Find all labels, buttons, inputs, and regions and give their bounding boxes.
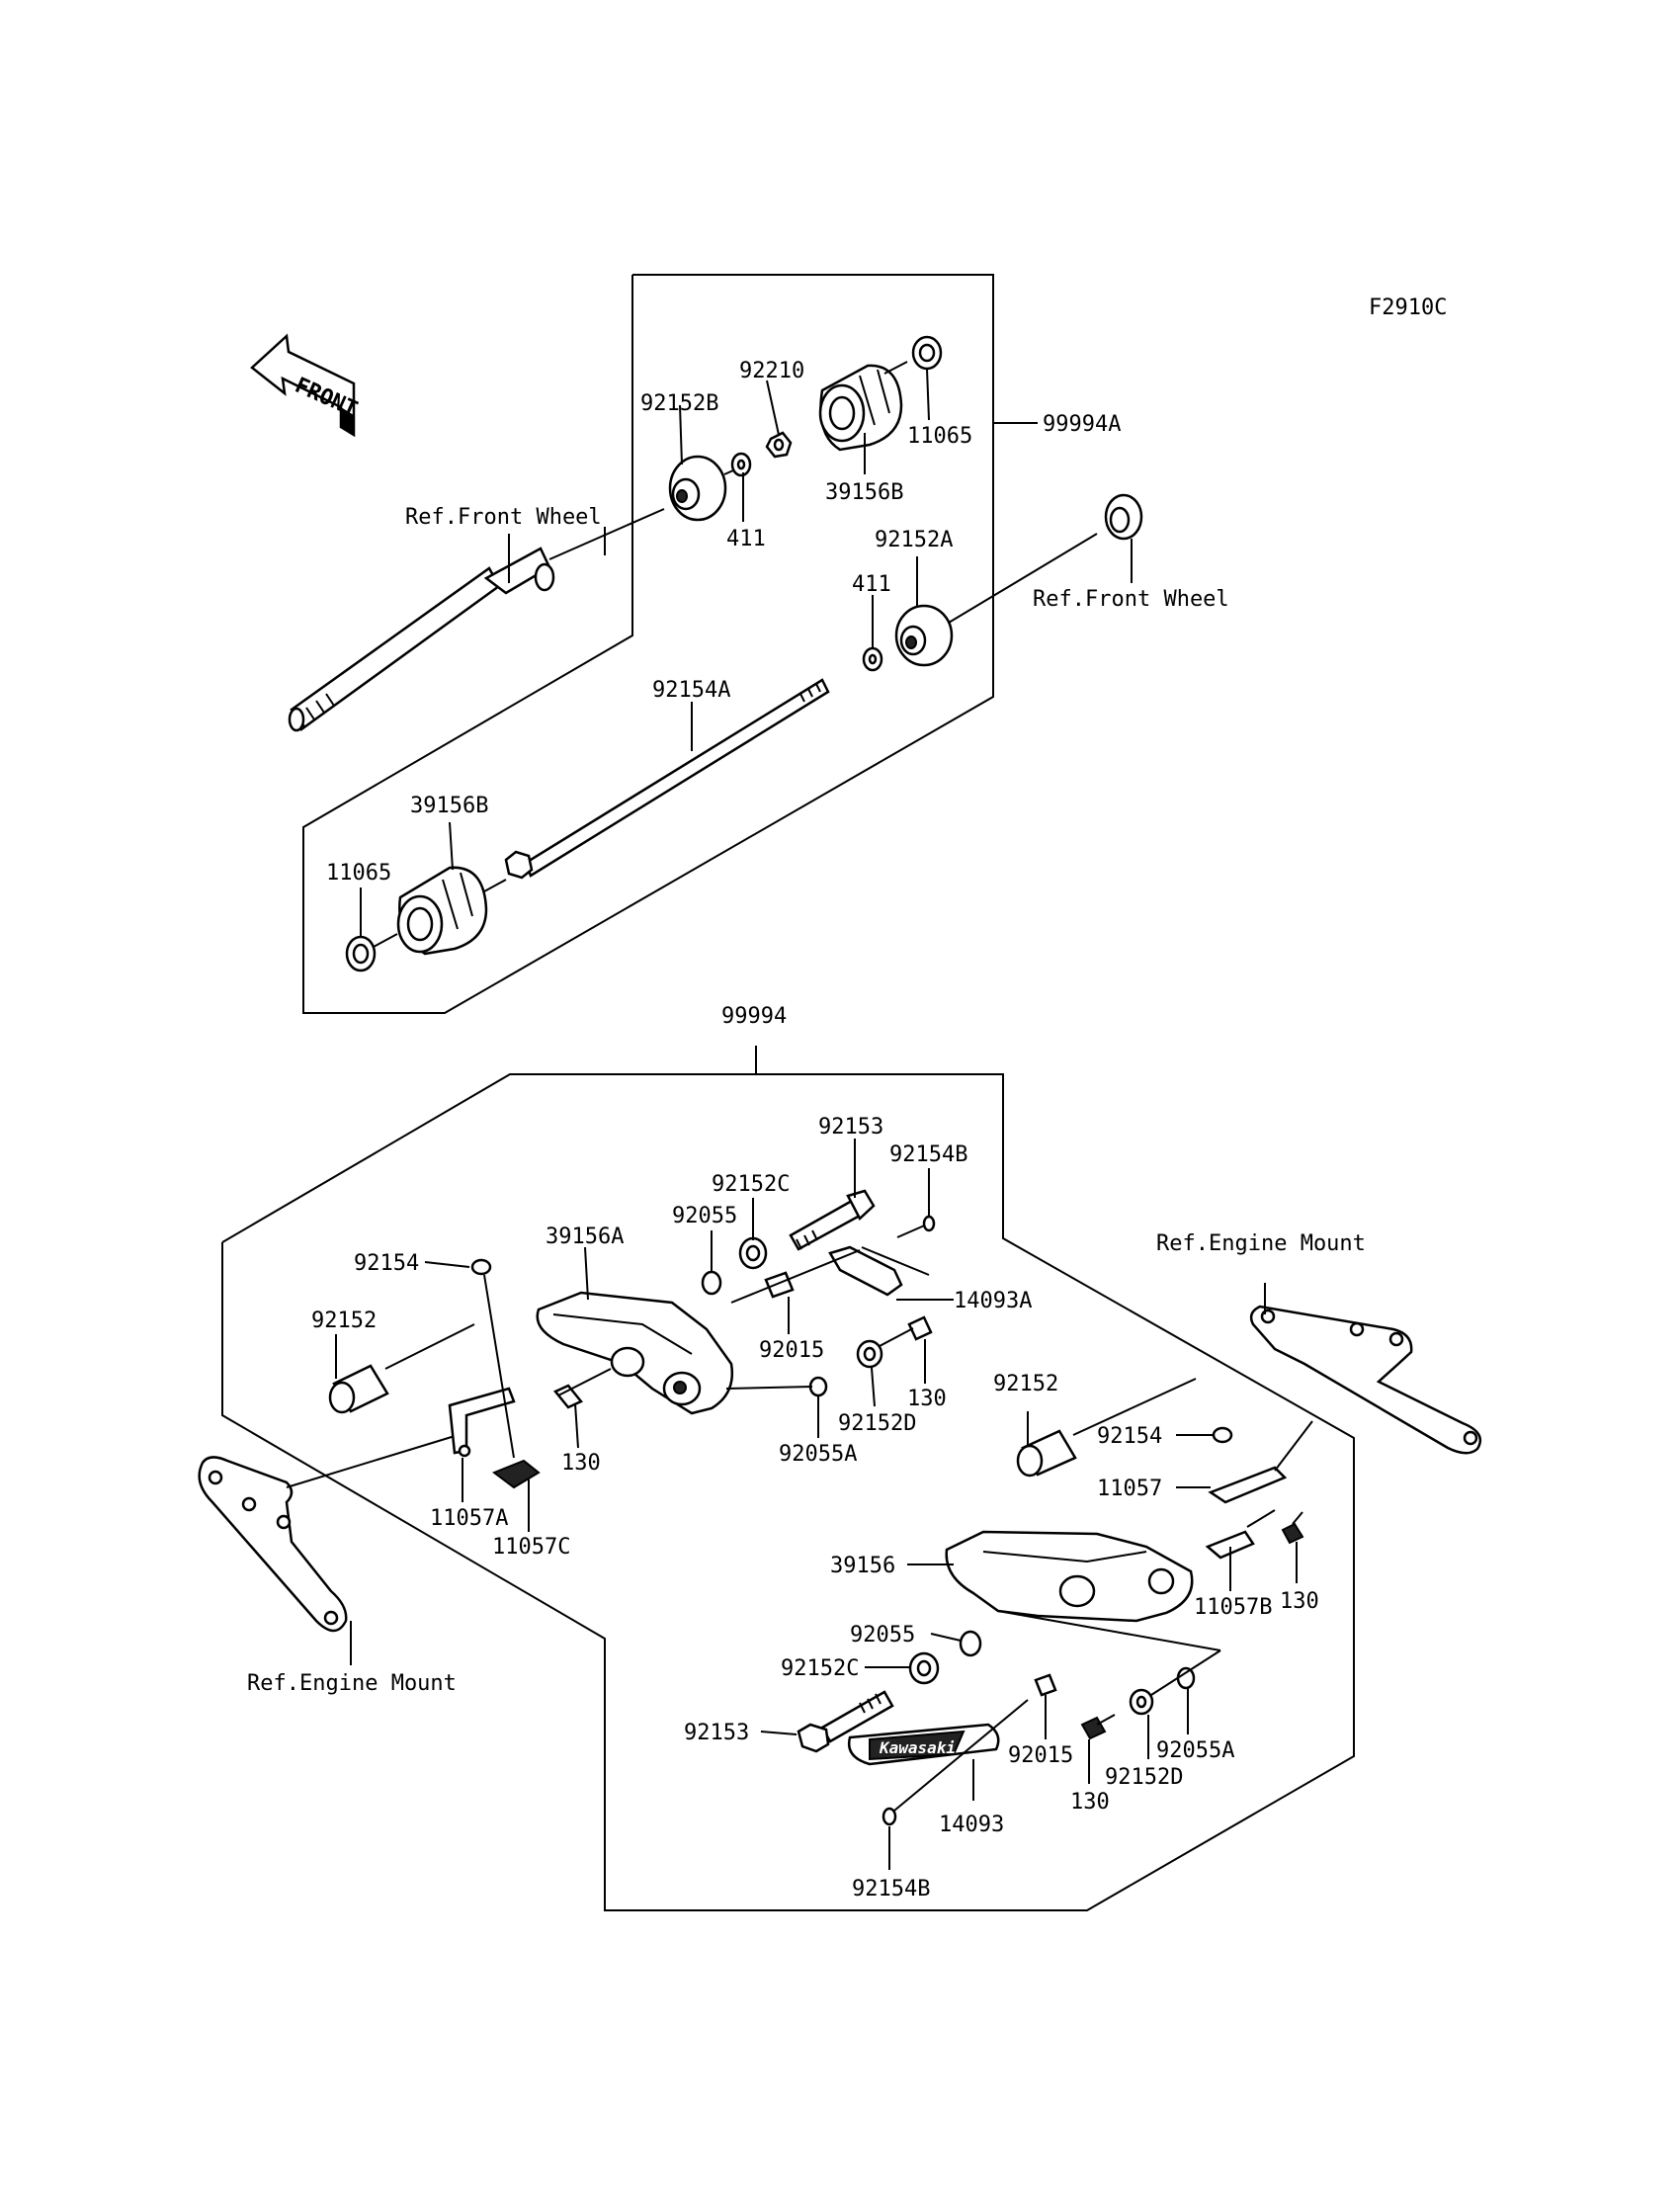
ref-engine-mount-left: Ref.Engine Mount: [247, 1671, 457, 1696]
callout-11065-lower: 11065: [326, 861, 391, 886]
bolt-92153-right: [797, 1690, 894, 1753]
callout-92015-left: 92015: [759, 1338, 824, 1363]
callout-14093a: 14093A: [954, 1289, 1032, 1313]
callout-92153-left: 92153: [818, 1115, 883, 1140]
callout-92154b-right: 92154B: [852, 1877, 930, 1901]
callout-411-upper: 411: [726, 527, 766, 551]
callout-11057a: 11057A: [430, 1506, 508, 1531]
callout-92152d-right: 92152D: [1105, 1765, 1183, 1790]
collar-92015-right: [1034, 1673, 1057, 1697]
spacer-92152c-left: [738, 1236, 768, 1270]
washer-92055-left: [701, 1270, 722, 1296]
callout-130-right-upper: 130: [1280, 1589, 1319, 1614]
bracket-11057a: [448, 1387, 516, 1458]
brand-plate-text: Kawasaki: [879, 1738, 956, 1757]
slider-39156a: [536, 1291, 734, 1415]
ref-engine-mount-right: Ref.Engine Mount: [1156, 1231, 1366, 1256]
diagram-code: F2910C: [1369, 296, 1447, 320]
ref-front-wheel-right: Ref.Front Wheel: [1033, 587, 1229, 612]
spacer-92152d-right: [1129, 1688, 1154, 1716]
screw-92154b-left: [896, 1215, 936, 1238]
collar-92152-right: [1016, 1378, 1197, 1478]
plate-14093a: [828, 1245, 930, 1297]
callout-92055-left: 92055: [672, 1204, 737, 1228]
callout-99994a: 99994A: [1043, 412, 1121, 437]
callout-92154-left: 92154: [354, 1251, 419, 1276]
front-wheel-collar: [1104, 493, 1143, 541]
callout-92154a: 92154A: [652, 678, 730, 703]
callout-92055a-right: 92055A: [1156, 1738, 1234, 1763]
callout-92055a-left: 92055A: [779, 1442, 857, 1467]
nut-92210: [765, 431, 793, 459]
callout-11057b: 11057B: [1194, 1595, 1272, 1620]
callout-92152b: 92152B: [640, 391, 718, 416]
callout-130-left-upper: 130: [907, 1387, 947, 1411]
slider-39156: [945, 1530, 1194, 1623]
labels: F2910C 99994A 92210 92152B 11065 39156B …: [247, 296, 1447, 1901]
ref-front-wheel-left: Ref.Front Wheel: [405, 505, 602, 530]
engine-mount-left: [198, 1432, 465, 1633]
bolt-130-left-upper: [907, 1315, 933, 1341]
callout-14093: 14093: [939, 1813, 1004, 1837]
washer-92055a-left: [808, 1376, 828, 1397]
front-axle: [288, 508, 665, 732]
spacer-92152d-left: [856, 1339, 883, 1369]
callout-92055-right: 92055: [850, 1623, 915, 1648]
spacer-92152c-right: [908, 1651, 940, 1685]
frame-99994: [221, 1046, 1355, 1911]
washer-92055-right: [959, 1630, 982, 1657]
callout-92210: 92210: [739, 359, 804, 383]
callout-92153-right: 92153: [684, 1721, 749, 1745]
washer-92055a-right: [1176, 1666, 1196, 1690]
slider-39156b-lower: [396, 866, 507, 956]
endcap-11065-upper: [883, 335, 943, 375]
endcap-11065-lower: [345, 933, 398, 972]
callout-92152-left: 92152: [311, 1309, 377, 1333]
collar-92015-left: [764, 1271, 795, 1299]
callout-39156b-lower: 39156B: [410, 794, 488, 818]
bolt-130-right-lower: [1080, 1714, 1116, 1740]
callout-92152c-right: 92152C: [781, 1656, 859, 1681]
callout-39156: 39156: [830, 1554, 895, 1578]
callout-92015-right: 92015: [1008, 1743, 1073, 1768]
callout-11057: 11057: [1097, 1477, 1162, 1501]
callout-92154-right: 92154: [1097, 1424, 1162, 1449]
screw-92154b-right: [882, 1699, 1029, 1826]
callout-130-left-lower: 130: [561, 1451, 601, 1476]
plate-14093: Kawasaki: [847, 1723, 1000, 1766]
callout-130-right-lower: 130: [1070, 1790, 1110, 1815]
collar-92152-left: [328, 1323, 475, 1414]
front-arrow-icon: FRONT: [250, 333, 361, 438]
frame-99994a: [302, 274, 1038, 1014]
screw-92154-right: [1212, 1426, 1233, 1444]
spacer-92152b: [668, 455, 727, 522]
callout-92152c-left: 92152C: [712, 1172, 790, 1197]
callout-92152a: 92152A: [875, 528, 953, 552]
leader-lines: [335, 368, 1298, 1870]
spacer-92152a: [894, 533, 1098, 667]
washer-411-lower: [862, 646, 883, 672]
slider-39156b-upper: [818, 364, 903, 452]
washer-411-upper: [730, 452, 752, 477]
bolt-130-right-upper: [1281, 1511, 1304, 1545]
bracket-11057b: [1205, 1509, 1276, 1560]
callout-99994: 99994: [721, 1004, 787, 1029]
callout-11065-upper: 11065: [907, 424, 972, 449]
engine-mount-right: [1249, 1305, 1482, 1455]
callout-39156b-upper: 39156B: [825, 480, 903, 505]
callout-39156a: 39156A: [546, 1225, 624, 1249]
screw-92154-left: [470, 1258, 515, 1459]
clip-11057c: [491, 1459, 541, 1489]
callout-11057c: 11057C: [492, 1535, 570, 1560]
callout-92152d-left: 92152D: [838, 1411, 916, 1436]
callout-92152-right: 92152: [993, 1372, 1058, 1396]
callout-411-lower: 411: [852, 572, 891, 597]
bolt-92153-left: [789, 1189, 876, 1251]
bolt-130-left: [553, 1368, 612, 1409]
callout-92154b-left: 92154B: [889, 1142, 967, 1167]
bracket-11057: [1208, 1420, 1313, 1504]
bolt-92154a: [504, 678, 830, 880]
